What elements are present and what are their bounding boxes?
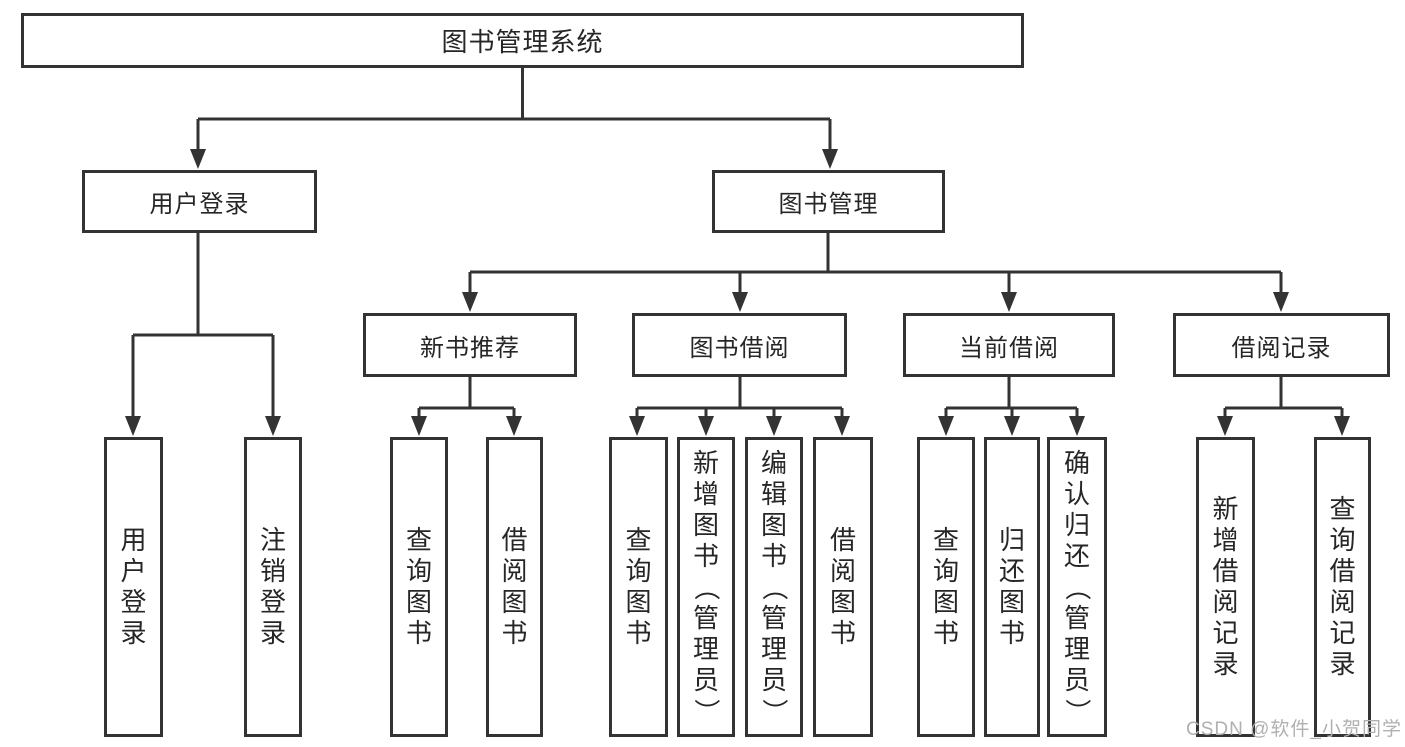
node-label: 查询图书 [405, 525, 432, 648]
node-label: 用户登录 [149, 191, 250, 218]
node-logout: 注销登录 [244, 437, 302, 737]
node-label: 查询借阅记录 [1329, 494, 1356, 679]
node-query-borrow-record: 查询借阅记录 [1314, 437, 1371, 737]
node-borrowing-records: 借阅记录 [1173, 313, 1390, 377]
node-library-management-system: 图书管理系统 [21, 13, 1024, 68]
arrowheads [125, 149, 1350, 436]
node-edit-book-admin: 编辑图书（管理员） [745, 437, 803, 737]
node-label: 确认归还（管理员） [1062, 447, 1093, 725]
fork-new-book-recommendation [417, 377, 516, 420]
node-query-books-recommend: 查询图书 [390, 437, 448, 737]
node-query-books-current: 查询图书 [917, 437, 975, 737]
node-user-login: 用户登录 [82, 170, 317, 233]
node-label: 图书管理系统 [441, 27, 604, 57]
node-book-management: 图书管理 [712, 170, 945, 233]
node-confirm-return-admin: 确认归还（管理员） [1047, 437, 1107, 737]
node-label: 借阅图书 [501, 525, 528, 648]
node-label: 图书借阅 [689, 334, 790, 362]
node-label: 当前借阅 [959, 334, 1059, 362]
node-borrow-books-recommend: 借阅图书 [486, 437, 543, 737]
fork-root [196, 68, 832, 152]
fork-borrowing-records [1223, 377, 1344, 420]
node-label: 编辑图书（管理员） [759, 447, 790, 725]
node-label: 新增借阅记录 [1212, 494, 1239, 679]
node-query-books-borrowing: 查询图书 [609, 437, 668, 737]
node-add-borrow-record: 新增借阅记录 [1196, 437, 1255, 737]
node-label: 借阅图书 [829, 525, 856, 648]
node-label: 查询图书 [625, 525, 652, 648]
csdn-watermark: CSDN @软件_小贺同学 [1186, 719, 1402, 740]
node-label: 注销登录 [259, 525, 286, 648]
node-book-borrowing: 图书借阅 [632, 313, 847, 377]
node-current-borrowing: 当前借阅 [903, 313, 1115, 377]
node-label: 用户登录 [120, 525, 147, 648]
node-new-book-recommendation: 新书推荐 [363, 313, 577, 377]
node-label: 新增图书（管理员） [691, 447, 722, 725]
node-borrow-books-leaf: 借阅图书 [813, 437, 873, 737]
fork-user-login [131, 233, 275, 420]
node-label: 图书管理 [778, 191, 879, 218]
fork-book-borrowing [635, 377, 844, 420]
node-user-login-leaf: 用户登录 [104, 437, 163, 737]
node-return-books: 归还图书 [984, 437, 1040, 737]
node-label: 归还图书 [998, 525, 1025, 648]
node-label: 查询图书 [932, 525, 959, 648]
node-label: 借阅记录 [1231, 334, 1332, 362]
node-label: 新书推荐 [420, 334, 520, 362]
fork-book-management [468, 233, 1283, 296]
node-add-book-admin: 新增图书（管理员） [677, 437, 735, 737]
fork-current-borrowing [944, 377, 1079, 420]
